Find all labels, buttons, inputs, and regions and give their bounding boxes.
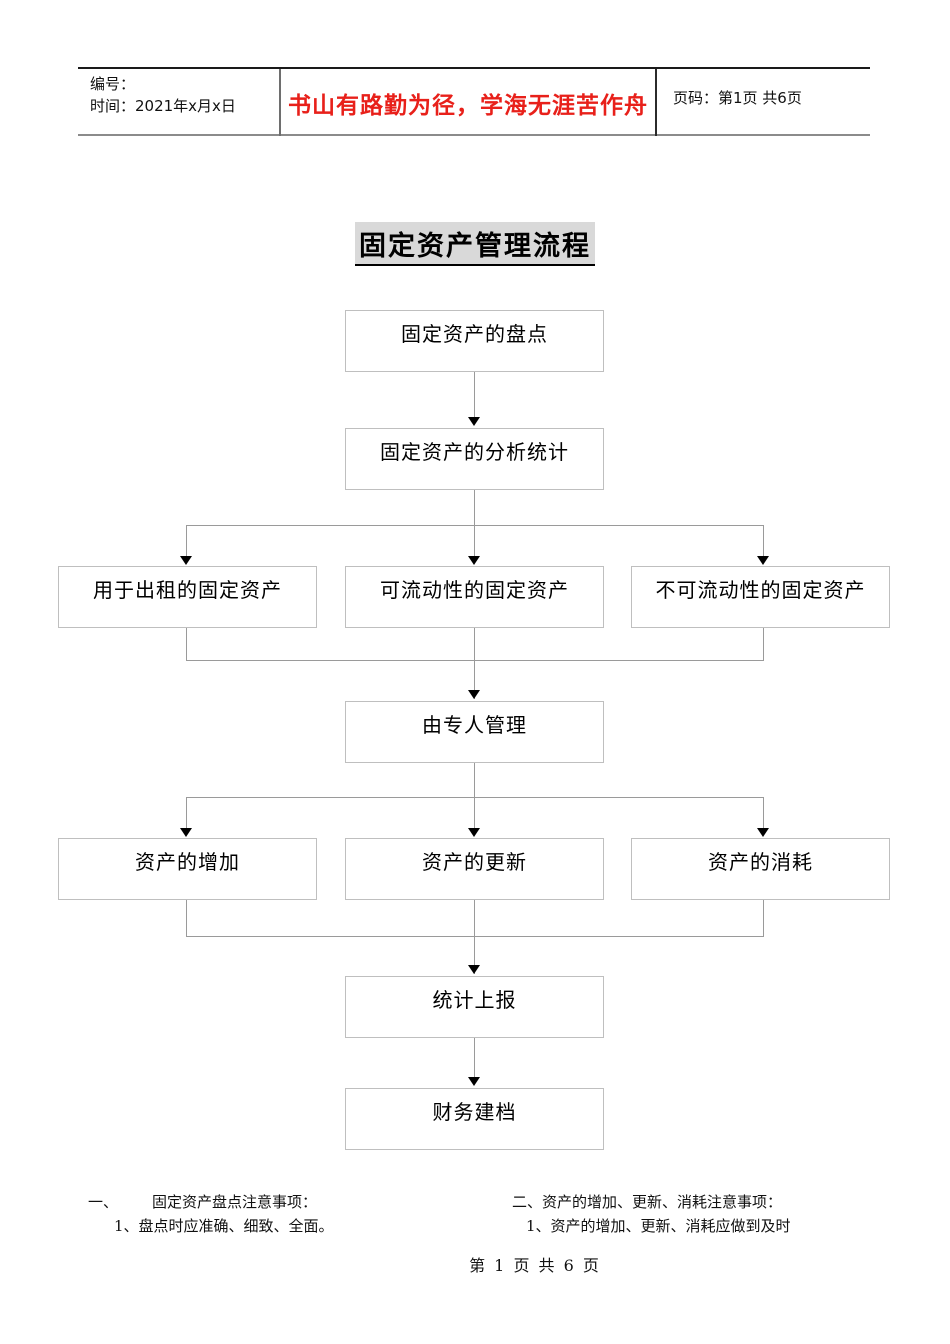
flow-node-analysis-label: 固定资产的分析统计 (380, 440, 569, 464)
notes-right-heading: 二、资产的增加、更新、消耗注意事项： (512, 1193, 783, 1211)
flow-node-rental-asset-label: 用于出租的固定资产 (93, 578, 282, 602)
flow-node-analysis[interactable]: 固定资产的分析统计 (345, 428, 604, 490)
flow-node-asset-increase[interactable]: 资产的增加 (58, 838, 317, 900)
flow-node-illiquid-asset-label: 不可流动性的固定资产 (655, 578, 866, 602)
page-header-table: 编号： 时间：2021年x月x日 书山有路勤为径，学海无涯苦作舟 页码：第1页 … (78, 67, 870, 136)
connector-merge-n4 (474, 660, 475, 699)
notes-left-heading-text: 固定资产盘点注意事项： (152, 1193, 318, 1211)
connector-split-left3 (186, 525, 187, 559)
header-page-info: 页码：第1页 共6页 (673, 89, 802, 107)
connector-split-right3 (763, 525, 764, 559)
flow-node-inventory-label: 固定资产的盘点 (401, 322, 548, 346)
arrowhead-row5-mid (468, 828, 480, 837)
header-cell-meta: 编号： 时间：2021年x月x日 (78, 69, 279, 136)
arrowhead-row3-right (757, 556, 769, 565)
connector-row3-left-down (186, 628, 187, 660)
connector-row5-mid-down (474, 900, 475, 936)
page-title: 固定资产管理流程 (0, 222, 950, 266)
flow-node-dedicated-manager[interactable]: 由专人管理 (345, 701, 604, 763)
header-cell-motto: 书山有路勤为径，学海无涯苦作舟 (279, 69, 655, 136)
flow-node-statistics-report[interactable]: 统计上报 (345, 976, 604, 1038)
arrowhead-row3-left (180, 556, 192, 565)
split-bar-row5 (186, 797, 764, 798)
connector-row5-left-down (186, 900, 187, 936)
notes-left-column: 一、 固定资产盘点注意事项： 1、盘点时应准确、细致、全面。 (88, 1190, 518, 1238)
flow-node-asset-increase-label: 资产的增加 (135, 850, 240, 874)
arrowhead-n4 (468, 690, 480, 699)
flow-node-asset-consumption[interactable]: 资产的消耗 (631, 838, 890, 900)
header-cell-pagination: 页码：第1页 共6页 (655, 69, 870, 136)
notes-left-item-1: 1、盘点时应准确、细致、全面。 (114, 1217, 334, 1235)
notes-left-heading-number: 一、 (88, 1193, 119, 1211)
header-motto: 书山有路勤为径，学海无涯苦作舟 (288, 93, 648, 119)
arrowhead-row5-left (180, 828, 192, 837)
arrowhead-n1-n2 (468, 417, 480, 426)
connector-split-left5 (186, 797, 187, 831)
connector-row5-right-down (763, 900, 764, 936)
notes-right-item-1: 1、资产的增加、更新、消耗应做到及时 (526, 1217, 791, 1235)
arrowhead-row5-right (757, 828, 769, 837)
merge-bar-row3 (186, 660, 764, 661)
connector-row3-mid-down (474, 628, 475, 660)
flow-node-asset-consumption-label: 资产的消耗 (708, 850, 813, 874)
page-footer: 第 1 页 共 6 页 (469, 1256, 601, 1275)
arrowhead-row3-mid (468, 556, 480, 565)
connector-n1-n2 (474, 372, 475, 418)
flow-node-asset-renewal[interactable]: 资产的更新 (345, 838, 604, 900)
connector-split-mid5 (474, 797, 475, 831)
connector-split-right5 (763, 797, 764, 831)
header-id-label: 编号： (90, 75, 136, 93)
connector-n4-split (474, 763, 475, 797)
flow-node-inventory[interactable]: 固定资产的盘点 (345, 310, 604, 372)
page-title-text: 固定资产管理流程 (355, 222, 595, 266)
arrowhead-n7 (468, 1077, 480, 1086)
flow-node-dedicated-manager-label: 由专人管理 (422, 713, 527, 737)
flow-node-liquid-asset-label: 可流动性的固定资产 (380, 578, 569, 602)
connector-n2-split (474, 490, 475, 525)
connector-n6-n7 (474, 1038, 475, 1083)
flow-node-financial-archive[interactable]: 财务建档 (345, 1088, 604, 1150)
connector-merge-n6 (474, 936, 475, 974)
flow-node-illiquid-asset[interactable]: 不可流动性的固定资产 (631, 566, 890, 628)
merge-bar-row5 (186, 936, 764, 937)
flow-node-asset-renewal-label: 资产的更新 (422, 850, 527, 874)
notes-left-heading: 一、 固定资产盘点注意事项： (88, 1190, 518, 1214)
header-date-label: 时间：2021年x月x日 (90, 97, 236, 115)
flow-node-financial-archive-label: 财务建档 (432, 1100, 517, 1124)
flow-node-liquid-asset[interactable]: 可流动性的固定资产 (345, 566, 604, 628)
connector-row3-right-down (763, 628, 764, 660)
notes-right-column: 二、资产的增加、更新、消耗注意事项： 1、资产的增加、更新、消耗应做到及时 (512, 1190, 912, 1238)
flow-node-statistics-report-label: 统计上报 (432, 988, 517, 1012)
connector-split-mid3 (474, 525, 475, 559)
arrowhead-n6 (468, 965, 480, 974)
split-bar-row3 (186, 525, 764, 526)
flow-node-rental-asset[interactable]: 用于出租的固定资产 (58, 566, 317, 628)
